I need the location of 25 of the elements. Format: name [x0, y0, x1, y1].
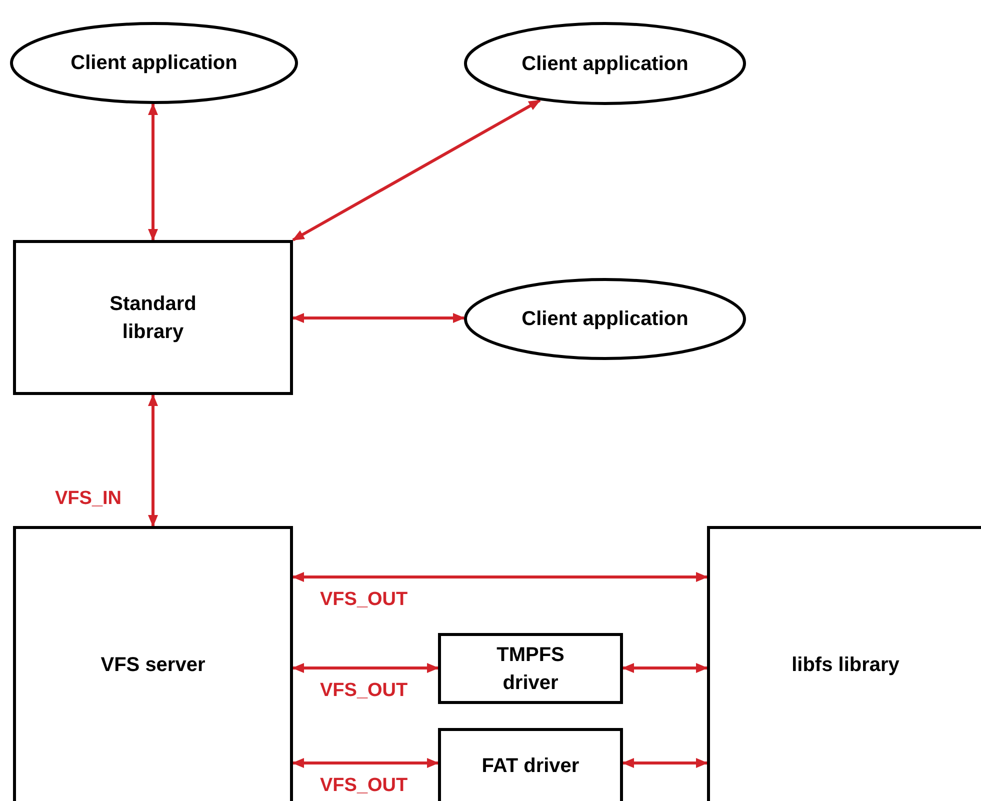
ellipse-node: [464, 22, 746, 105]
node-label: Client application: [70, 51, 238, 76]
process-box: [13, 240, 293, 395]
double-arrow: [292, 99, 541, 242]
double-arrow: [148, 103, 158, 241]
ellipse-node: [464, 278, 746, 360]
double-arrow: [622, 758, 708, 768]
double-arrow: [292, 758, 439, 768]
process-box: [438, 728, 623, 801]
process-box: [438, 633, 623, 704]
node-label: Client application: [522, 52, 688, 76]
node-label: TMPFS driver: [496, 642, 566, 696]
ellipse-node: [10, 22, 298, 104]
node-label: Standard library: [108, 292, 198, 344]
double-arrow: [148, 394, 158, 527]
node-label: libfs library: [792, 653, 900, 678]
double-arrow: [622, 663, 708, 673]
double-arrow: [292, 572, 708, 582]
node-label: VFS server: [100, 653, 206, 678]
process-box: [13, 526, 293, 801]
process-box: [707, 526, 981, 801]
node-label: FAT driver: [482, 754, 580, 779]
double-arrow: [292, 663, 439, 673]
double-arrow: [292, 313, 465, 323]
node-label: Client application: [522, 307, 688, 332]
